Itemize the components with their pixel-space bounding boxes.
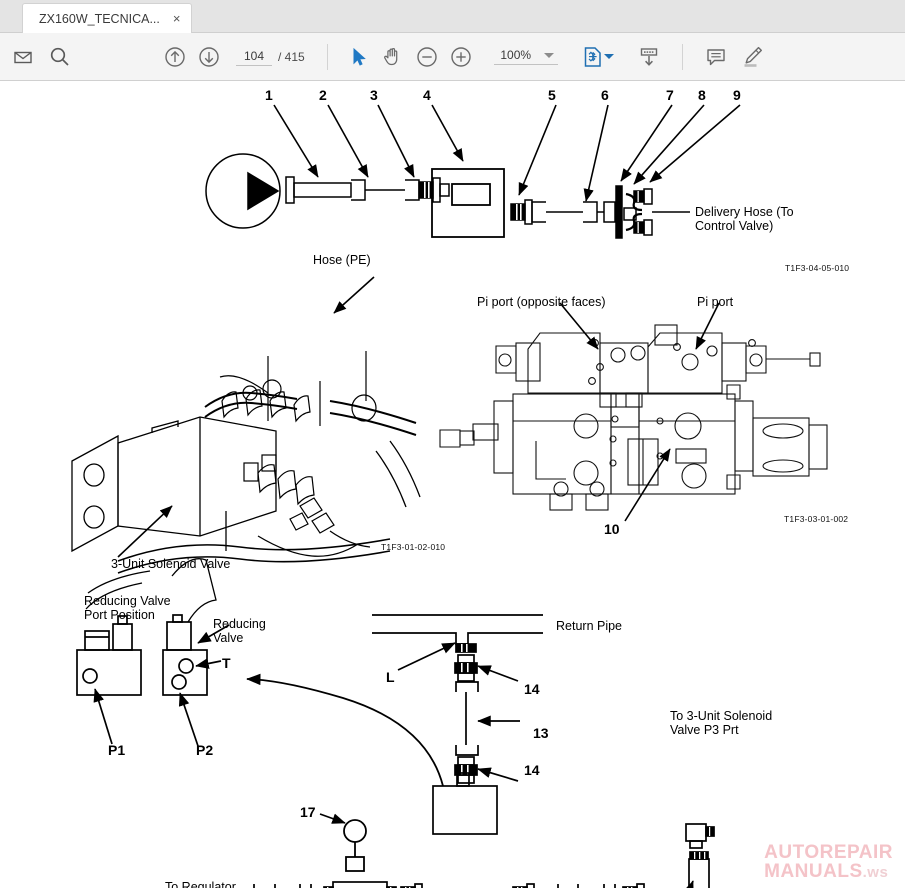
previous-page-icon[interactable]	[158, 40, 192, 74]
zoom-in-icon[interactable]	[444, 40, 478, 74]
callout-2: 2	[319, 87, 327, 103]
hand-tool-icon[interactable]	[376, 40, 410, 74]
document-tab[interactable]: ZX160W_TECNICA... ×	[22, 3, 193, 33]
figure-4-drawing	[76, 614, 208, 696]
zoom-level-value: 100%	[500, 48, 532, 62]
figure-3-drawing-code: T1F3-03-01-002	[784, 514, 849, 524]
callout-14-lower: 14	[524, 762, 540, 778]
figure-3-drawing	[439, 324, 828, 511]
figure-2-drawing-code: T1F3-01-02-010	[381, 542, 446, 552]
download-icon[interactable]	[632, 40, 666, 74]
port-l-label: L	[386, 669, 395, 685]
callout-8: 8	[698, 87, 706, 103]
page-number-input[interactable]	[236, 47, 272, 66]
figure-1-drawing	[71, 104, 828, 888]
next-page-icon[interactable]	[192, 40, 226, 74]
port-t-label: T	[222, 655, 231, 671]
toolbar-divider-2	[681, 43, 683, 70]
pdf-page-canvas[interactable]: 1 2 3 4 5 6 7 8 9 Delivery Hose (To Cont…	[0, 81, 905, 888]
port-p1-label: P1	[108, 742, 126, 758]
callout-7: 7	[666, 87, 674, 103]
email-icon[interactable]	[6, 40, 40, 74]
port-p2-label: P2	[196, 742, 214, 758]
watermark-suffix: .ws	[862, 864, 889, 881]
callout-4: 4	[423, 87, 431, 103]
callout-14-upper: 14	[524, 681, 540, 697]
callout-5: 5	[548, 87, 556, 103]
callout-6: 6	[601, 87, 609, 103]
toolbar-divider-1	[326, 43, 328, 70]
document-tab-label: ZX160W_TECNICA...	[39, 11, 160, 26]
pi-port-label: Pi port	[697, 295, 734, 309]
zoom-out-icon[interactable]	[410, 40, 444, 74]
tab-strip: ZX160W_TECNICA... ×	[0, 0, 905, 33]
select-tool-icon[interactable]	[342, 40, 376, 74]
page-total-label: / 415	[278, 49, 305, 64]
reducing-valve-port-position-label: Reducing Valve Port Position	[84, 594, 171, 622]
page-fit-icon[interactable]	[580, 40, 606, 74]
solenoid-valve-label: 3-Unit Solenoid Valve	[111, 557, 231, 571]
callout-17: 17	[300, 804, 316, 820]
callout-13-vertical: 13	[533, 725, 549, 741]
callout-9: 9	[733, 87, 741, 103]
chevron-down-icon[interactable]	[543, 52, 554, 58]
highlight-icon[interactable]	[733, 40, 771, 74]
figure-1-drawing-code: T1F3-04-05-010	[785, 263, 850, 273]
search-icon[interactable]	[40, 40, 80, 74]
to-regulator-port-pi-label: To Regulator Port Pi	[165, 880, 236, 888]
toolbar: / 415	[0, 33, 905, 81]
page-navigation: / 415	[236, 47, 305, 66]
zoom-level-select[interactable]: 100%	[493, 48, 558, 65]
delivery-hose-label: Delivery Hose (To Control Valve)	[695, 205, 794, 233]
comment-icon[interactable]	[699, 40, 733, 74]
close-tab-icon[interactable]: ×	[172, 11, 181, 26]
to-3-unit-solenoid-p3-label: To 3-Unit Solenoid Valve P3 Prt	[670, 709, 773, 737]
callout-3: 3	[370, 87, 378, 103]
figure-2-drawing	[71, 351, 421, 623]
callout-10: 10	[604, 521, 620, 537]
return-pipe-label: Return Pipe	[556, 619, 623, 633]
watermark-line-1: AUTOREPAIR	[764, 842, 893, 863]
pi-port-opposite-faces-label: Pi port (opposite faces)	[477, 295, 606, 309]
watermark: AUTOREPAIR MANUALS.ws	[764, 843, 893, 882]
reducing-valve-label: Reducing Valve	[213, 617, 266, 645]
callout-1: 1	[265, 87, 273, 103]
watermark-line-2: MANUALS	[764, 861, 863, 882]
page-fit-chevron-down-icon[interactable]	[603, 54, 614, 59]
hose-pe-label: Hose (PE)	[313, 253, 371, 267]
